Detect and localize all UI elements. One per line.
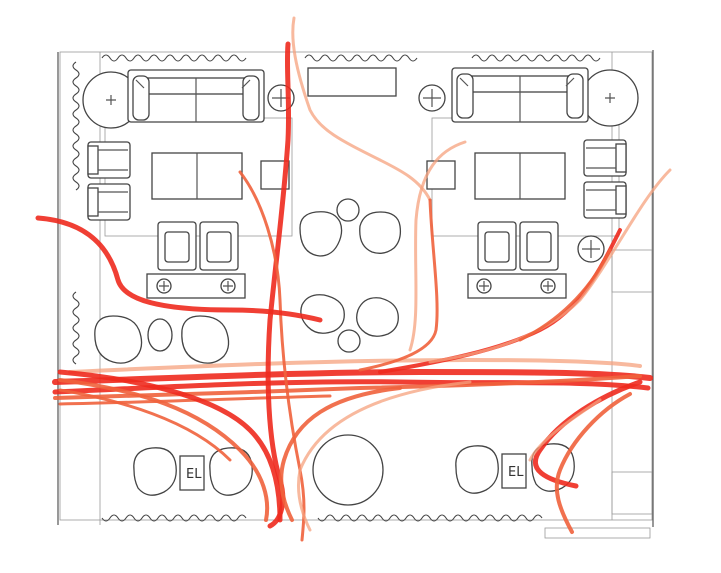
flow-stroke-10 [57, 369, 283, 523]
chair-right-b [519, 221, 559, 271]
flow-stroke-22 [528, 398, 602, 462]
sofa-left [127, 69, 265, 123]
curtain-left-upper [72, 61, 80, 191]
curtains [72, 54, 601, 522]
flow-stroke-18 [279, 386, 402, 522]
armchair-right-1 [583, 139, 627, 177]
chair-br-1 [455, 445, 499, 494]
flow-stroke-21 [554, 392, 632, 534]
flow-stroke-7 [238, 170, 306, 542]
seating-group-left [82, 69, 295, 299]
flow-stroke-13 [358, 198, 439, 372]
bench-top-center [307, 67, 397, 97]
end-table-label-right: EL [508, 465, 524, 480]
round-table-center [312, 434, 384, 506]
flow-stroke-2 [52, 379, 651, 395]
flow-stroke-16 [428, 168, 672, 364]
round-table-ll [147, 318, 173, 352]
flow-stroke-17 [518, 248, 612, 342]
chat-pair-bottom [300, 294, 399, 353]
curtain-left-lower [72, 291, 80, 365]
lounge-lower-left [94, 315, 230, 364]
seating-group-right [418, 67, 639, 299]
end-table-label-left: EL [186, 467, 202, 482]
curtain-top-right [471, 54, 601, 62]
chair-bl-1 [133, 447, 177, 496]
chair-left-b [199, 221, 239, 271]
flow-stroke-1 [52, 369, 653, 385]
coffee-table-left [151, 152, 243, 200]
curtain-top-left [101, 54, 247, 62]
curtain-bottom-left [101, 514, 247, 522]
coffee-table-right [474, 152, 566, 200]
console-right [467, 273, 567, 299]
chair-left-a [157, 221, 197, 271]
window-bay-lower [611, 471, 653, 515]
sofa-right [451, 67, 589, 123]
flow-stroke-20 [532, 379, 643, 489]
armchair-left-2 [87, 183, 131, 221]
flow-stroke-8 [291, 16, 432, 202]
curtain-bottom-mid [317, 514, 543, 522]
flow-stroke-4 [68, 358, 642, 374]
center-zone [299, 67, 402, 506]
armchair-right-2 [583, 181, 627, 219]
console-left [146, 273, 246, 299]
chair-bl-2 [209, 447, 253, 496]
circulation-flow-strokes [35, 16, 672, 542]
vignette-bottom-left: EL [133, 447, 253, 496]
window-bay-upper [611, 249, 653, 293]
lounge-chair-ll-2 [181, 315, 230, 364]
flow-stroke-19 [296, 380, 472, 532]
end-table-bl [179, 455, 205, 491]
threshold [544, 527, 651, 539]
flow-stroke-12 [58, 388, 232, 462]
vignette-bottom-right: EL [455, 443, 575, 494]
flow-stroke-11 [58, 378, 270, 522]
chat-pair-top [299, 198, 402, 257]
flow-stroke-9 [35, 215, 323, 323]
flow-stroke-14 [408, 140, 467, 352]
end-table-br [501, 453, 527, 489]
curtain-top-mid [304, 54, 418, 62]
lounge-chair-ll-1 [94, 315, 143, 364]
chair-right-a [477, 221, 517, 271]
armchair-left-1 [87, 141, 131, 179]
